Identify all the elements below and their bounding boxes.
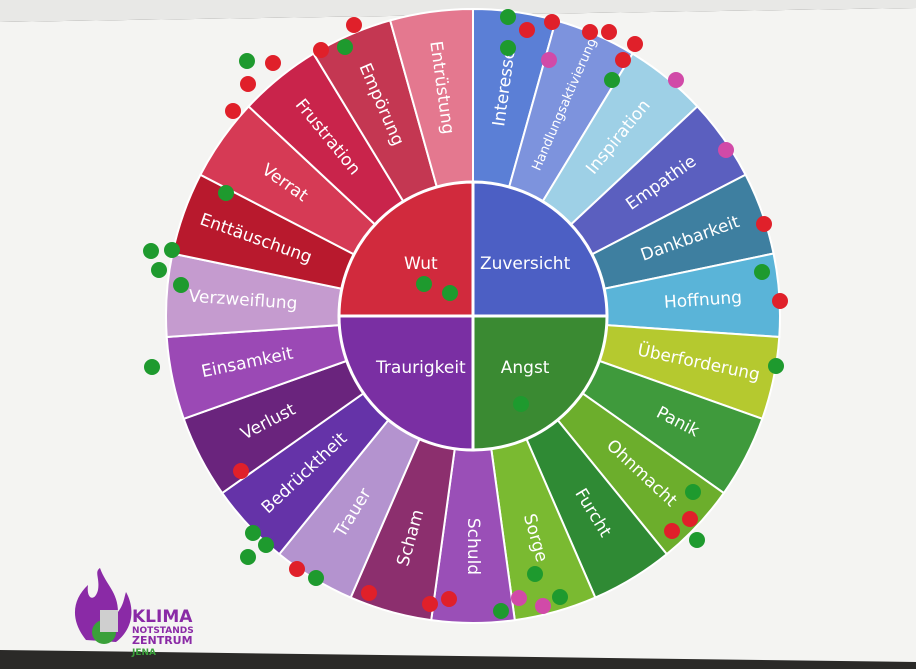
red-dot [346, 17, 362, 33]
pink-dot [535, 598, 551, 614]
red-dot [289, 561, 305, 577]
green-dot [604, 72, 620, 88]
green-dot [552, 589, 568, 605]
logo-zentrum: ZENTRUM [132, 634, 193, 647]
green-dot [164, 242, 180, 258]
logo-jena: JENA [131, 648, 156, 658]
green-dot [218, 185, 234, 201]
red-dot [240, 76, 256, 92]
logo-notstands: NOTSTANDS [132, 626, 194, 636]
green-dot [768, 358, 784, 374]
green-dot [500, 40, 516, 56]
quadrant-label: Zuversicht [480, 254, 571, 274]
green-dot [245, 525, 261, 541]
green-dot [493, 603, 509, 619]
red-dot [361, 585, 377, 601]
green-dot [239, 53, 255, 69]
green-dot [442, 285, 458, 301]
quadrant-label: Traurigkeit [375, 358, 466, 378]
red-dot [225, 103, 241, 119]
green-dot [527, 566, 543, 582]
green-dot [240, 549, 256, 565]
red-dot [601, 24, 617, 40]
logo-klima: KLIMA [132, 607, 193, 627]
red-dot [544, 14, 560, 30]
pink-dot [511, 590, 527, 606]
red-dot [313, 42, 329, 58]
red-dot [519, 22, 535, 38]
red-dot [756, 216, 772, 232]
red-dot [265, 55, 281, 71]
logo: KLIMA NOTSTANDS ZENTRUM JENA [74, 568, 194, 658]
red-dot [615, 52, 631, 68]
green-dot [500, 9, 516, 25]
quadrant-wut [337, 180, 475, 318]
pink-dot [668, 72, 684, 88]
quadrant-label: Angst [501, 358, 550, 378]
red-dot [582, 24, 598, 40]
green-dot [754, 264, 770, 280]
green-dot [689, 532, 705, 548]
green-dot [685, 484, 701, 500]
green-dot [513, 396, 529, 412]
green-dot [173, 277, 189, 293]
pink-dot [718, 142, 734, 158]
red-dot [772, 293, 788, 309]
sticker-dots [143, 9, 788, 619]
quadrant-angst [471, 314, 609, 452]
quadrant-label: Wut [404, 254, 438, 274]
green-dot [258, 537, 274, 553]
segment-label: Schuld [463, 518, 483, 575]
green-dot [337, 39, 353, 55]
red-dot [664, 523, 680, 539]
red-dot [441, 591, 457, 607]
green-dot [144, 359, 160, 375]
quadrant-traurigkeit [337, 314, 475, 452]
green-dot [416, 276, 432, 292]
pink-dot [541, 52, 557, 68]
red-dot [682, 511, 698, 527]
green-dot [151, 262, 167, 278]
quadrant-zuversicht [471, 180, 609, 318]
green-dot [143, 243, 159, 259]
green-dot [308, 570, 324, 586]
red-dot [627, 36, 643, 52]
red-dot [422, 596, 438, 612]
red-dot [233, 463, 249, 479]
